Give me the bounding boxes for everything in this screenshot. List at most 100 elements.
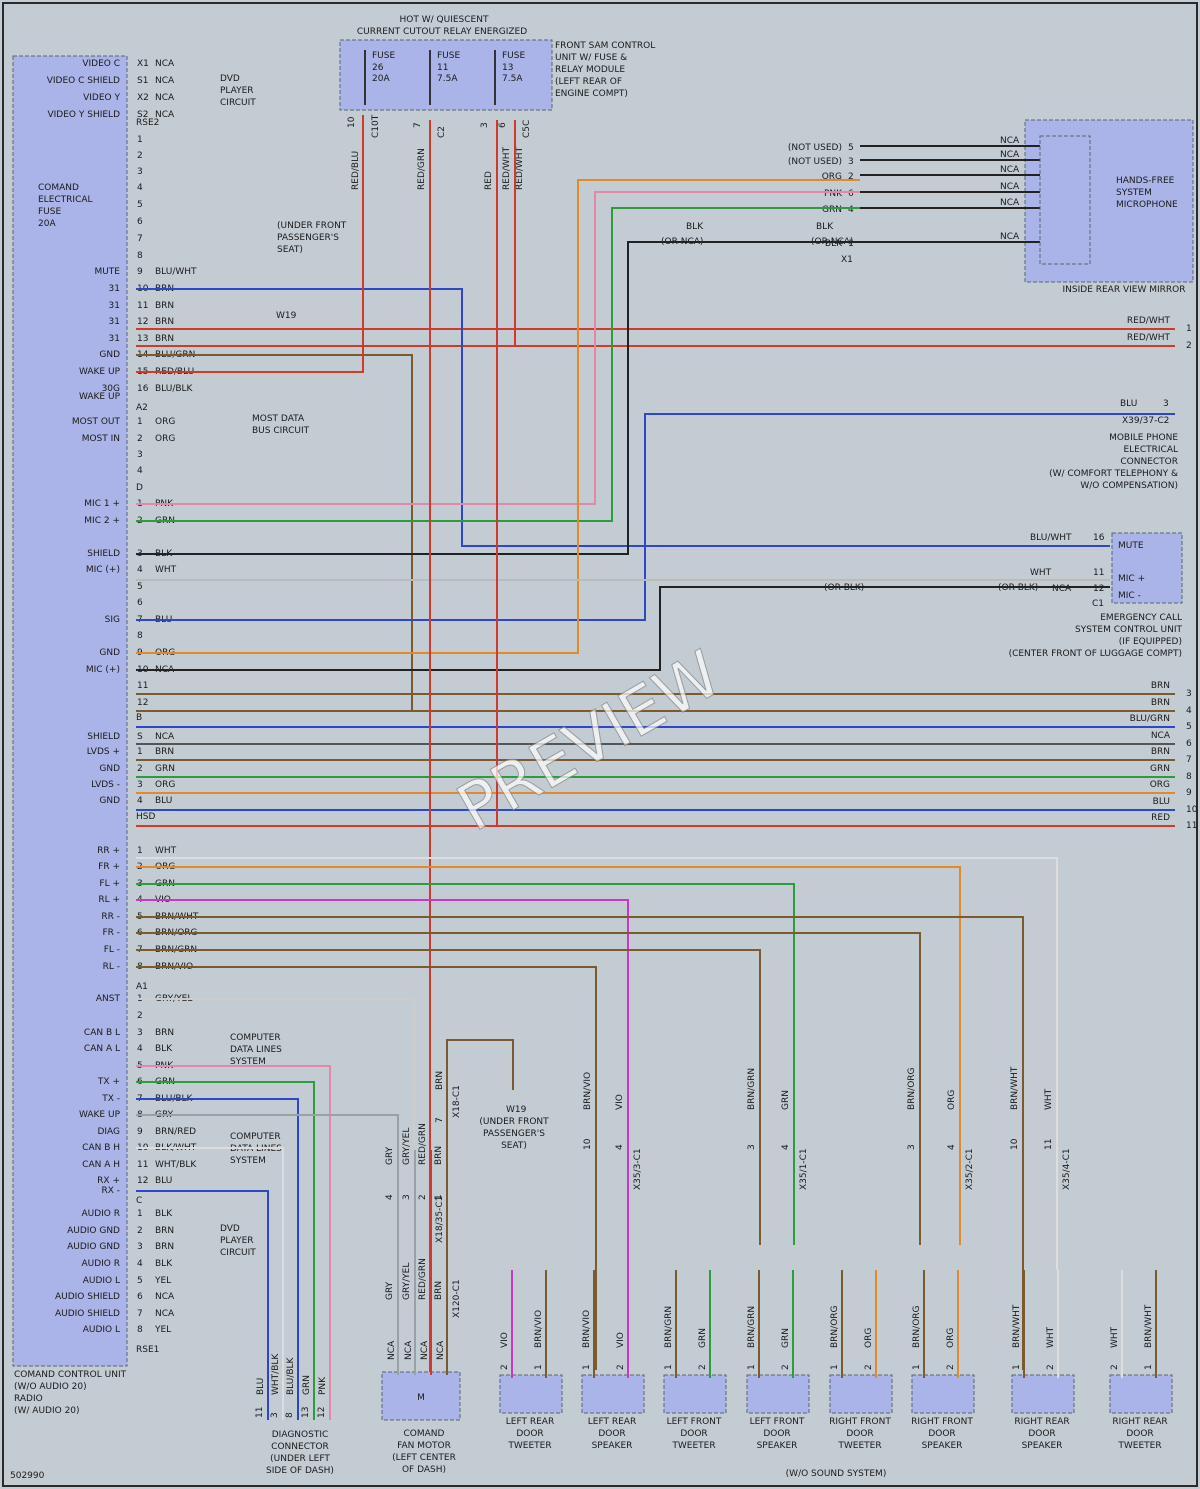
wire-color-label: BRN [155, 747, 174, 757]
fan-title: (LEFT CENTER [392, 1453, 456, 1463]
pin-number: 3 [137, 780, 143, 790]
pin-function-label: GND [99, 764, 120, 774]
fl-plus-wire [136, 883, 795, 1245]
phone-title: (W/ COMFORT TELEPHONY & [1049, 469, 1178, 479]
speaker-pin: 1 [1144, 1364, 1154, 1370]
mirror-pin-note: PNK [824, 189, 843, 199]
diag-pin: 12 [317, 1407, 327, 1418]
fan-connector: X18-C1 [452, 1085, 462, 1118]
speaker-wire-color: BRN/VIO [582, 1310, 592, 1348]
pin-function-label: ANST [96, 994, 121, 1004]
fr-plus-wire [136, 866, 961, 1245]
computer-callout: COMPUTER [230, 1033, 281, 1043]
emergency-pin: 12 [1093, 584, 1104, 594]
mirror-wire-color: NCA [1000, 198, 1020, 208]
speaker-body [663, 1374, 727, 1414]
fan-wire-color: BRN [434, 1281, 444, 1300]
wire-color-label: BLK [155, 1209, 173, 1219]
pin-function-label: WAKE UP [79, 367, 121, 377]
pin-number: 2 [137, 1226, 143, 1236]
wire-color-label: NCA [155, 76, 175, 86]
output-wire-color: RED [1151, 813, 1170, 823]
computer-callout: SYSTEM [230, 1156, 266, 1166]
wake-gry-wire [136, 1114, 399, 1150]
splice-wire-color: WHT [1044, 1088, 1054, 1110]
wire-color-label: WHT/BLK [155, 1160, 197, 1170]
pin-number: 2 [137, 764, 143, 774]
sam-connector: C10T [371, 114, 381, 138]
pin-function-label: RL + [98, 895, 120, 905]
speaker-wire-color: VIO [616, 1332, 626, 1348]
splice-pin: 3 [907, 1144, 917, 1150]
mirror-unit-label: MICROPHONE [1116, 200, 1178, 210]
pin-function-label: AUDIO GND [67, 1226, 120, 1236]
pin-number: S [137, 732, 143, 742]
pin-function-label: MOST OUT [72, 417, 121, 427]
emergency-title: SYSTEM CONTROL UNIT [1075, 625, 1183, 635]
pin-number: 5 [137, 582, 143, 592]
connector-group-label: D [136, 483, 143, 493]
pin-number: 3 [137, 1028, 143, 1038]
blk-label: BLK [686, 222, 704, 232]
pin-function-label: AUDIO GND [67, 1242, 120, 1252]
fan-wire-color: GRY [385, 1146, 395, 1165]
speaker-wire-color: WHT [1046, 1326, 1056, 1348]
pin-function-label: CAN A L [84, 1044, 120, 1054]
pin-function-label: MUTE [94, 267, 120, 277]
speaker-pin: 2 [946, 1364, 956, 1370]
pin-number: 8 [137, 251, 143, 261]
splice-pin: 4 [947, 1144, 957, 1150]
pin-number: 4 [137, 796, 143, 806]
diag-pin: 8 [285, 1412, 295, 1418]
fan-wire-color: GRY/YEL [402, 1263, 412, 1300]
sam-label: UNIT W/ FUSE & [555, 53, 627, 63]
output-number: 11 [1186, 821, 1197, 831]
fuse-name: FUSE [437, 51, 460, 61]
speaker-title: TWEETER [837, 1441, 881, 1451]
pin-function-label: CAN A H [82, 1160, 120, 1170]
pin-number: 4 [137, 565, 143, 575]
fan-wire-color: RED/GRN [418, 1258, 428, 1300]
pin-function-label: WAKE UP [79, 1110, 121, 1120]
output-wire-color: NCA [1151, 731, 1171, 741]
output-wire-color: BRN [1151, 747, 1170, 757]
diag-title: (UNDER LEFT [270, 1454, 330, 1464]
pin-function-label: LVDS + [87, 747, 120, 757]
pin-function-label: AUDIO L [83, 1325, 120, 1335]
pin-function-label: TX - [101, 1094, 120, 1104]
pin-number: 8 [137, 1325, 143, 1335]
speaker-body [1011, 1374, 1075, 1414]
pin-function-label: RX + [97, 1176, 120, 1186]
wire-color-label: RED/WHT [515, 146, 525, 190]
pin-function-label: RX - [101, 1186, 120, 1196]
comand-title: COMAND CONTROL UNIT [14, 1370, 127, 1380]
rl-plus-wire [136, 899, 629, 1370]
diag-wire-color: GRN [302, 1375, 312, 1395]
ground-location: (UNDER FRONT [277, 221, 347, 231]
pin-function-label: AUDIO SHIELD [55, 1309, 120, 1319]
comand-fuse-label: FUSE [38, 207, 61, 217]
dvd-callout: PLAYER [220, 86, 254, 96]
mirror-pin-number: 5 [848, 143, 854, 153]
speaker-pin: 1 [1012, 1364, 1022, 1370]
pin-number: 4 [137, 1044, 143, 1054]
wire-color-label: ORG [155, 434, 175, 444]
pin-function-label: AUDIO R [81, 1209, 120, 1219]
wire-color-label: BRN/RED [155, 1127, 196, 1137]
mirror-pin-number: 4 [848, 205, 854, 215]
emergency-mute: MUTE [1118, 541, 1144, 551]
speaker-title: DOOR [928, 1429, 955, 1439]
sam-pin: 7 [413, 122, 423, 128]
emergency-mic-minus: MIC - [1118, 591, 1141, 601]
wire-color-label: ORG [155, 417, 175, 427]
diag-wire [136, 1081, 315, 1420]
connector-group-label: C [136, 1196, 142, 1206]
output-wire-color: BLU [1153, 797, 1170, 807]
dvd-callout: CIRCUIT [220, 1248, 256, 1258]
pin-function-label: MIC (+) [86, 565, 120, 575]
sam-pin: 3 [480, 122, 490, 128]
speaker-title: LEFT FRONT [667, 1417, 722, 1427]
pin-number: 1 [137, 417, 143, 427]
pin-function-label: 31 [109, 301, 120, 311]
wire-color-label: WHT [155, 565, 177, 575]
